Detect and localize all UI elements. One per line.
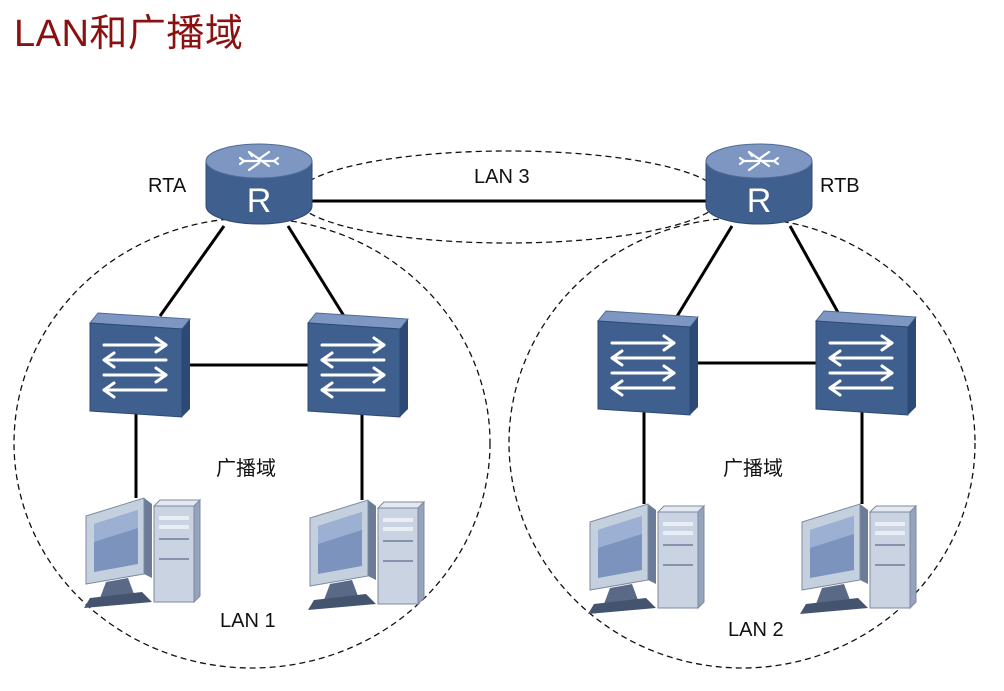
link-rtb-switch3 bbox=[674, 225, 734, 319]
switch-icon bbox=[814, 309, 918, 417]
switch-icon bbox=[596, 309, 700, 417]
broadcast-domain-label-lan2: 广播域 bbox=[723, 457, 783, 480]
pc-icon bbox=[587, 503, 705, 615]
router-label-rta: RTA bbox=[148, 175, 187, 197]
switch-4[interactable] bbox=[814, 309, 918, 417]
pc-icon bbox=[83, 497, 201, 609]
router-label-rtb: RTB bbox=[820, 175, 860, 197]
broadcast-domain-lan3-boundary bbox=[295, 150, 721, 244]
router-icon bbox=[704, 142, 814, 226]
lan-label-lan2: LAN 2 bbox=[728, 619, 784, 641]
link-rtb-switch4 bbox=[788, 225, 842, 317]
switch-3[interactable] bbox=[596, 309, 700, 417]
switch-2[interactable] bbox=[306, 311, 410, 419]
link-rta-switch2 bbox=[286, 225, 346, 317]
pc-icon bbox=[799, 503, 917, 615]
pc-2[interactable] bbox=[307, 499, 425, 611]
switch-1[interactable] bbox=[88, 311, 192, 419]
pc-3[interactable] bbox=[587, 503, 705, 615]
network-links bbox=[134, 199, 864, 504]
switch-icon bbox=[88, 311, 192, 419]
link-label-lan3: LAN 3 bbox=[474, 166, 530, 188]
router-rta[interactable] bbox=[204, 142, 314, 226]
broadcast-domain-lan2-boundary bbox=[508, 217, 976, 669]
link-rta-switch1 bbox=[158, 225, 226, 317]
pc-4[interactable] bbox=[799, 503, 917, 615]
router-icon bbox=[204, 142, 314, 226]
router-rtb[interactable] bbox=[704, 142, 814, 226]
page-title: LAN和广播域 bbox=[14, 13, 244, 55]
lan-label-lan1: LAN 1 bbox=[220, 610, 276, 632]
switch-icon bbox=[306, 311, 410, 419]
pc-1[interactable] bbox=[83, 497, 201, 609]
broadcast-domain-label-lan1: 广播域 bbox=[216, 457, 276, 480]
pc-icon bbox=[307, 499, 425, 611]
